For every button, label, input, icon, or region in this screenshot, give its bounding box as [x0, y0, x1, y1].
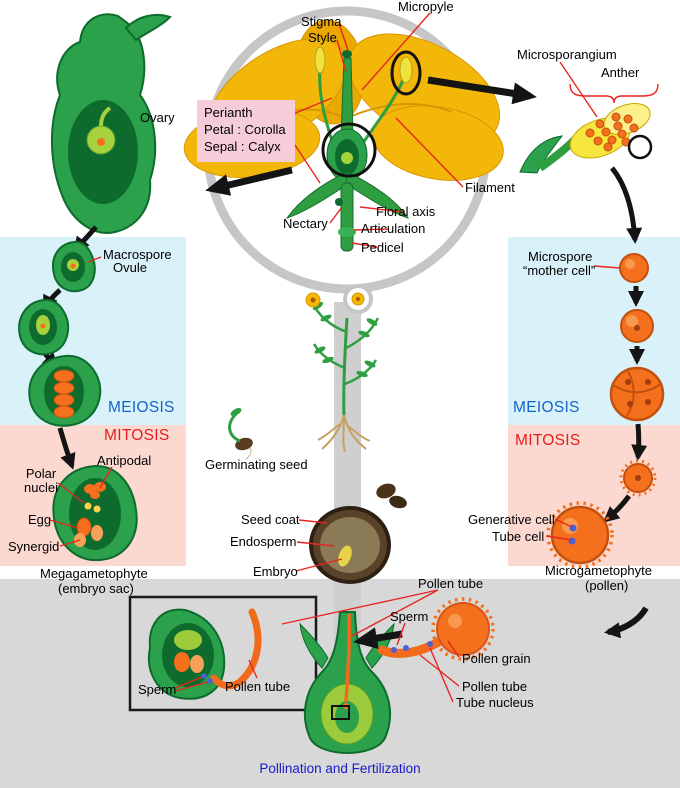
- label-style: Style: [308, 30, 337, 45]
- label-meiosis-left: MEIOSIS: [108, 399, 175, 416]
- label-microsporangium: Microsporangium: [517, 47, 617, 62]
- label-seed-coat: Seed coat: [241, 512, 300, 527]
- label-pollen-grain: Pollen grain: [462, 651, 531, 666]
- label-tube-nucleus: Tube nucleus: [456, 695, 534, 710]
- embryo-shape: [338, 545, 352, 567]
- label-synergid: Synergid: [8, 539, 60, 554]
- fertilization-inset: [128, 595, 318, 712]
- label-petal-corolla: Petal : Corolla: [204, 121, 286, 137]
- label-inset-sperm: Sperm: [138, 682, 177, 697]
- label-pedicel: Pedicel: [361, 240, 404, 255]
- label-stigma: Stigma: [301, 14, 342, 29]
- arrow-to-embryo-sac: [57, 427, 76, 470]
- stamen-anther-left: [314, 46, 326, 74]
- label-endosperm: Endosperm: [230, 534, 297, 549]
- sperm-dot-2: [403, 645, 409, 651]
- label-germinating-seed: Germinating seed: [205, 457, 308, 472]
- ovule-stage-2: [18, 298, 70, 356]
- magnifier-source-ring: [343, 284, 373, 314]
- label-inset-pollen-tube: Pollen tube: [225, 679, 291, 694]
- label-sepal-calyx: Sepal : Calyx: [204, 138, 281, 154]
- germinating-seed-illustration: [228, 408, 253, 460]
- microspore-tetrad: [609, 366, 665, 422]
- ovule-stage-3-meiosis: [28, 354, 102, 427]
- label-meiosis-right: MEIOSIS: [513, 399, 580, 416]
- label-mother-cell: “mother cell”: [523, 263, 596, 278]
- inset-pollen-tube: [210, 608, 262, 690]
- pedicel-stem: [340, 182, 354, 252]
- anther-zoom-outline: [390, 50, 422, 96]
- label-pollen-tube: Pollen tube: [418, 576, 484, 591]
- articulation-bump: [338, 227, 356, 237]
- microspore-mother-cell: [619, 253, 649, 283]
- sepal-left: [285, 171, 349, 219]
- ovary-illustration: [50, 13, 172, 234]
- label-egg: Egg: [28, 512, 52, 527]
- anther-illustration: [519, 102, 653, 174]
- label-mitosis-left: MITOSIS: [104, 427, 170, 444]
- anther-bracket: [569, 83, 659, 104]
- label-ovary: Ovary: [140, 110, 175, 125]
- label-anther: Anther: [601, 65, 640, 80]
- pollen-grain-microgametophyte: [546, 501, 614, 569]
- label-floral-axis: Floral axis: [376, 204, 436, 219]
- microspore-stage-2: [620, 309, 654, 343]
- label-micropyle: Micropyle: [398, 0, 454, 14]
- label-sperm: Sperm: [390, 609, 429, 624]
- label-antipodal: Antipodal: [97, 453, 152, 468]
- arrow-anther-to-microspore: [610, 166, 643, 244]
- label-tube-cell: Tube cell: [492, 529, 545, 544]
- label-polar-nuclei: Polar nuclei: [24, 466, 58, 496]
- pollen-tube-shape: [377, 635, 447, 658]
- label-macrospore: Macrospore: [103, 247, 172, 262]
- tube-nucleus-dot: [427, 641, 433, 647]
- label-mitosis-right: MITOSIS: [515, 432, 581, 449]
- label-generative-cell: Generative cell: [468, 512, 555, 527]
- pistil-stigma: [342, 50, 352, 58]
- inset-source-outline: [331, 705, 350, 720]
- pollen-zoom-outline: [627, 134, 653, 160]
- plant-roots: [317, 414, 371, 453]
- arrow-to-young-pollen: [631, 423, 648, 461]
- label-embryo-sac: (embryo sac): [58, 581, 134, 596]
- germinating-pollen-grain: [377, 597, 495, 661]
- seeds: [376, 483, 407, 509]
- label-megagametophyte: Megagametophyte: [40, 566, 148, 581]
- arrow-sperm-to-pistil: [353, 627, 403, 650]
- seed-cross-section: [309, 506, 391, 584]
- label-perianth: Perianth: [204, 105, 253, 120]
- ovary-zoom-outline: [321, 122, 377, 178]
- label-pollen-tube-right: Pollen tube: [462, 679, 528, 694]
- stamen-anther-right: [399, 56, 413, 84]
- label-filament: Filament: [465, 180, 515, 195]
- nectary-gland: [335, 198, 343, 206]
- diagram-caption: Pollination and Fertilization: [259, 761, 421, 776]
- ovule-stage-1: [52, 240, 96, 293]
- embryo-sac-illustration: [52, 464, 138, 562]
- label-nectary: Nectary: [283, 216, 328, 231]
- arrow-to-anther: [427, 76, 537, 105]
- pollen-tube-in-pistil: [344, 613, 352, 703]
- label-pollen: (pollen): [585, 578, 629, 593]
- tube-cell-dot: [568, 537, 576, 545]
- sepal-right: [345, 171, 410, 219]
- perianth-label-box: Perianth Petal : Corolla Sepal : Calyx: [197, 100, 295, 162]
- label-microgametophyte: Microgametophyte: [545, 563, 652, 578]
- label-ovule: Ovule: [113, 260, 147, 275]
- arrow-pollen-arrival: [604, 606, 649, 639]
- plant-illustration: [305, 292, 380, 453]
- young-pollen-grain: [619, 459, 657, 497]
- sperm-dot-1: [391, 647, 397, 653]
- label-microspore: Microspore: [528, 249, 593, 264]
- label-articulation: Articulation: [361, 221, 426, 236]
- arrow-to-ovary: [205, 166, 293, 196]
- leader-lines: [49, 12, 659, 703]
- label-embryo: Embryo: [253, 564, 298, 579]
